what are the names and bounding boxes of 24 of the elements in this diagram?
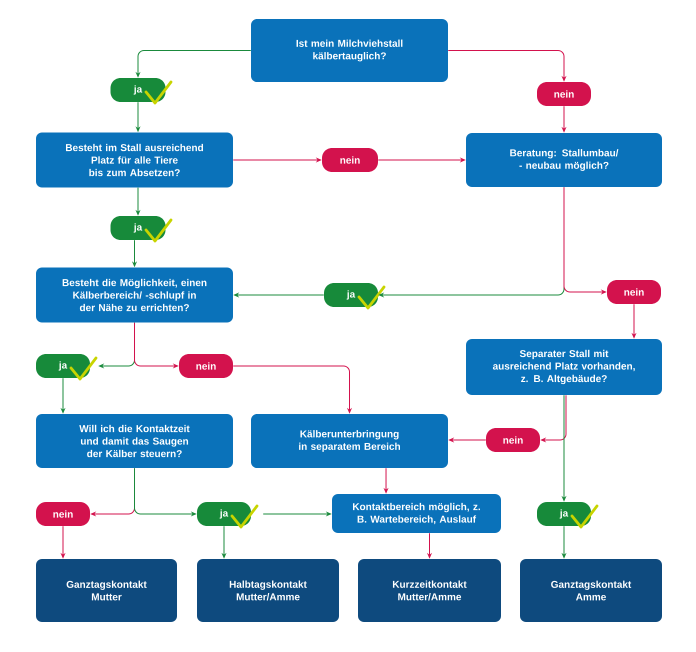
question-box: Ist mein Milchviehstall kälbertauglich? xyxy=(251,19,448,82)
result-box: Kurzzeitkontakt Mutter/Amme xyxy=(358,559,501,622)
no-pill: nein xyxy=(607,280,661,304)
no-pill: nein xyxy=(179,354,233,378)
yes-pill: ja xyxy=(324,283,386,310)
result-box: Ganztagskontakt Amme xyxy=(520,559,662,622)
no-pill: nein xyxy=(322,148,378,172)
yes-pill: ja xyxy=(36,354,98,380)
no-pill: nein xyxy=(36,502,90,526)
question-box: Besteht im Stall ausreichend Platz für alle Tiere bis zum Absetzen? xyxy=(36,132,233,188)
question-box: Besteht die Möglichkeit, einen Kälberbereich/ -schlupf in der Nähe zu errichten? xyxy=(36,268,233,322)
question-box: Beratung: Stallumbau/ - neubau möglich? xyxy=(466,133,662,187)
question-box: Kälberunterbringung in separatem Bereich xyxy=(251,414,448,468)
question-box: Kontaktbereich möglich, z. B. Wartebereich, Auslauf xyxy=(332,494,501,533)
question-box: Will ich die Kontaktzeit und damit das Saugen der Kälber steuern? xyxy=(36,414,233,468)
yes-pill: ja xyxy=(110,216,172,242)
question-box: Separater Stall mit ausreichend Platz vorhanden, z. B. Altgebäude? xyxy=(466,339,662,395)
yes-pill: ja xyxy=(110,78,172,104)
yes-pill: ja xyxy=(197,502,258,528)
result-box: Halbtagskontakt Mutter/Amme xyxy=(197,559,339,622)
no-pill: nein xyxy=(537,82,591,106)
yes-pill: ja xyxy=(537,502,598,528)
no-pill: nein xyxy=(486,428,540,452)
result-box: Ganztagskontakt Mutter xyxy=(36,559,177,622)
